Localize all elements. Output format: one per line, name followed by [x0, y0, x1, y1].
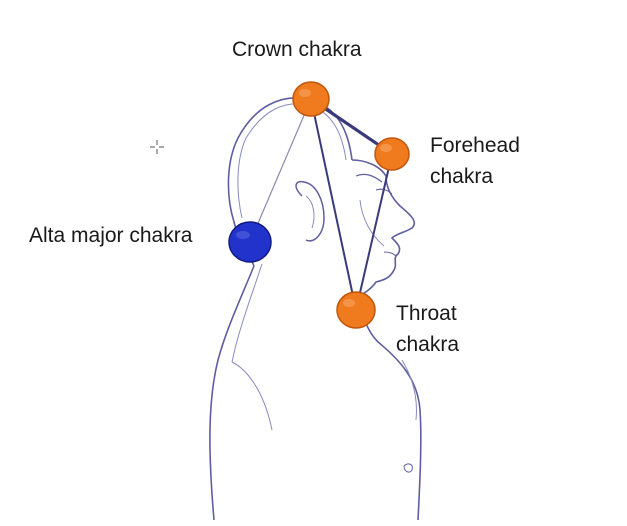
chakra-alta-major-marker	[228, 221, 272, 263]
ear-inner	[305, 195, 315, 229]
chakra-crown-marker	[292, 81, 330, 117]
alta-major-chakra-label-text: Alta major chakra	[29, 224, 193, 247]
ear-outline	[295, 180, 325, 242]
throat-chakra-label: Throat chakra	[396, 298, 459, 360]
crown-chakra-label-text: Crown chakra	[232, 38, 362, 61]
forehead-chakra-label-line1: Forehead	[430, 134, 520, 157]
crown-chakra-label: Crown chakra	[232, 34, 362, 65]
chakra-forehead-marker	[374, 137, 410, 171]
nipple-mark	[403, 463, 413, 473]
connector-crown-alta	[249, 98, 312, 243]
head-outline-back-inner	[237, 103, 347, 219]
neck-back	[209, 265, 255, 521]
connector-forehead-throat	[355, 153, 393, 311]
brow-line	[355, 173, 383, 183]
face-profile	[351, 159, 416, 297]
mouth-line	[383, 251, 397, 257]
forehead-chakra-label: Forehead chakra	[430, 130, 520, 192]
body-inner-line	[401, 359, 417, 421]
chakra-connectors	[249, 97, 393, 311]
forehead-chakra-label-line2: chakra	[430, 165, 494, 188]
cheek-line	[359, 199, 385, 247]
shoulder-line	[231, 361, 273, 431]
crosshair-icon	[150, 140, 164, 154]
neck-back-inner	[231, 263, 263, 363]
throat-chakra-label-line1: Throat	[396, 302, 457, 325]
chakra-throat-marker	[336, 291, 376, 329]
throat-chakra-label-line2: chakra	[396, 333, 460, 356]
connector-crown-throat	[310, 98, 357, 311]
alta-major-chakra-label: Alta major chakra	[29, 220, 192, 251]
